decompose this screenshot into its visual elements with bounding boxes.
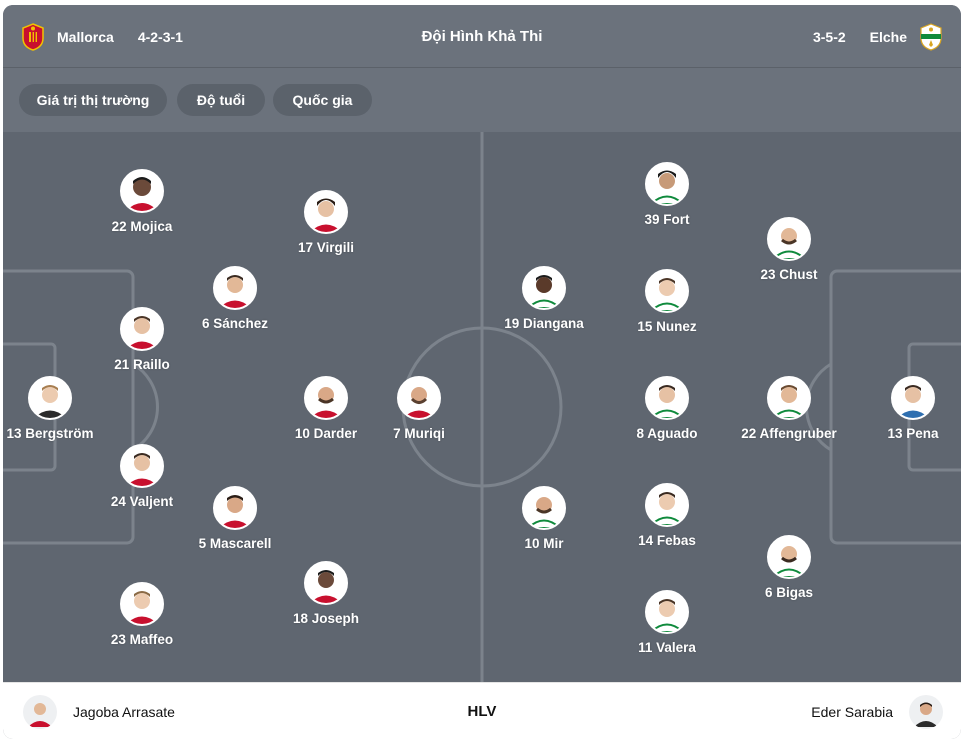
player-home-10[interactable]: 10 Darder — [256, 376, 396, 441]
player-away-19[interactable]: 19 Diangana — [474, 266, 614, 331]
player-label: 6 Sánchez — [201, 316, 269, 331]
player-home-7[interactable]: 7 Muriqi — [349, 376, 489, 441]
player-home-18[interactable]: 18 Joseph — [256, 561, 396, 626]
player-avatar — [120, 444, 164, 488]
home-formation: 4-2-3-1 — [137, 28, 183, 45]
player-avatar — [120, 169, 164, 213]
player-avatar — [767, 535, 811, 579]
player-label: 6 Bigas — [764, 585, 814, 600]
tab-market-value[interactable]: Giá trị thị trường — [19, 84, 167, 116]
player-avatar — [767, 376, 811, 420]
home-team[interactable]: Mallorca 4-2-3-1 — [21, 5, 195, 68]
player-avatar — [767, 217, 811, 261]
coach-avatar — [909, 694, 943, 729]
player-label: 15 Nunez — [637, 319, 697, 334]
player-label: 24 Valjent — [110, 494, 174, 509]
coaches-bar: Jagoba Arrasate HLV Eder Sarabia — [3, 682, 961, 739]
player-label: 39 Fort — [644, 212, 690, 227]
player-avatar — [645, 376, 689, 420]
pitch: 22 Mojica 17 Virgili 6 Sánchez 21 Raillo… — [3, 132, 961, 682]
player-away-14[interactable]: 14 Febas — [597, 483, 737, 548]
player-avatar — [522, 266, 566, 310]
tab-age[interactable]: Độ tuổi — [177, 84, 265, 116]
player-away-10[interactable]: 10 Mir — [474, 486, 614, 551]
player-label: 23 Maffeo — [110, 632, 174, 647]
away-team-name: Elche — [869, 28, 907, 45]
player-home-17[interactable]: 17 Virgili — [256, 190, 396, 255]
player-label: 22 Mojica — [111, 219, 173, 234]
player-label: 22 Affengruber — [741, 426, 837, 441]
away-coach[interactable]: Eder Sarabia — [811, 683, 943, 739]
player-avatar — [304, 376, 348, 420]
page-title: Đội Hình Khả Thi — [421, 28, 543, 45]
home-team-name: Mallorca — [57, 28, 114, 45]
player-home-13[interactable]: 13 Bergström — [3, 376, 120, 441]
player-home-21[interactable]: 21 Raillo — [72, 307, 212, 372]
coach-label: HLV — [467, 703, 497, 720]
player-home-24[interactable]: 24 Valjent — [72, 444, 212, 509]
mallorca-crest-icon — [21, 22, 45, 51]
player-home-23[interactable]: 23 Maffeo — [72, 582, 212, 647]
away-formation: 3-5-2 — [812, 28, 846, 45]
player-label: 17 Virgili — [297, 240, 355, 255]
player-away-15[interactable]: 15 Nunez — [597, 269, 737, 334]
away-team[interactable]: 3-5-2 Elche — [801, 5, 943, 68]
player-label: 21 Raillo — [114, 357, 170, 372]
metric-tabs: Giá trị thị trường Độ tuổi Quốc gia — [3, 68, 961, 132]
player-away-11[interactable]: 11 Valera — [597, 590, 737, 655]
player-away-6[interactable]: 6 Bigas — [719, 535, 859, 600]
player-label: 7 Muriqi — [393, 426, 445, 441]
player-label: 10 Darder — [294, 426, 358, 441]
player-label: 13 Bergström — [6, 426, 94, 441]
player-home-6[interactable]: 6 Sánchez — [165, 266, 305, 331]
player-avatar — [120, 582, 164, 626]
away-coach-name: Eder Sarabia — [811, 703, 893, 720]
player-home-22[interactable]: 22 Mojica — [72, 169, 212, 234]
player-avatar — [213, 266, 257, 310]
player-avatar — [397, 376, 441, 420]
player-label: 13 Pena — [887, 426, 939, 441]
player-avatar — [120, 307, 164, 351]
player-avatar — [522, 486, 566, 530]
home-coach-name: Jagoba Arrasate — [73, 703, 175, 720]
player-avatar — [645, 590, 689, 634]
player-avatar — [645, 162, 689, 206]
player-label: 11 Valera — [638, 640, 696, 655]
player-label: 5 Mascarell — [198, 536, 272, 551]
coach-avatar — [23, 694, 57, 729]
player-label: 18 Joseph — [292, 611, 360, 626]
elche-crest-icon — [919, 22, 943, 51]
player-away-13[interactable]: 13 Pena — [843, 376, 961, 441]
player-avatar — [213, 486, 257, 530]
player-label: 14 Febas — [638, 533, 696, 548]
player-avatar — [645, 269, 689, 313]
lineup-header: Mallorca 4-2-3-1 Đội Hình Khả Thi 3-5-2 … — [3, 5, 961, 68]
lineup-card: Mallorca 4-2-3-1 Đội Hình Khả Thi 3-5-2 … — [3, 5, 961, 739]
player-label: 19 Diangana — [504, 316, 584, 331]
player-away-8[interactable]: 8 Aguado — [597, 376, 737, 441]
tab-nationality[interactable]: Quốc gia — [273, 84, 372, 116]
player-label: 8 Aguado — [636, 426, 698, 441]
player-label: 23 Chust — [760, 267, 818, 282]
player-away-39[interactable]: 39 Fort — [597, 162, 737, 227]
player-away-23[interactable]: 23 Chust — [719, 217, 859, 282]
player-home-5[interactable]: 5 Mascarell — [165, 486, 305, 551]
player-avatar — [304, 190, 348, 234]
player-avatar — [304, 561, 348, 605]
player-avatar — [645, 483, 689, 527]
player-label: 10 Mir — [524, 536, 564, 551]
player-avatar — [28, 376, 72, 420]
player-avatar — [891, 376, 935, 420]
player-away-22[interactable]: 22 Affengruber — [719, 376, 859, 441]
home-coach[interactable]: Jagoba Arrasate — [23, 683, 175, 739]
